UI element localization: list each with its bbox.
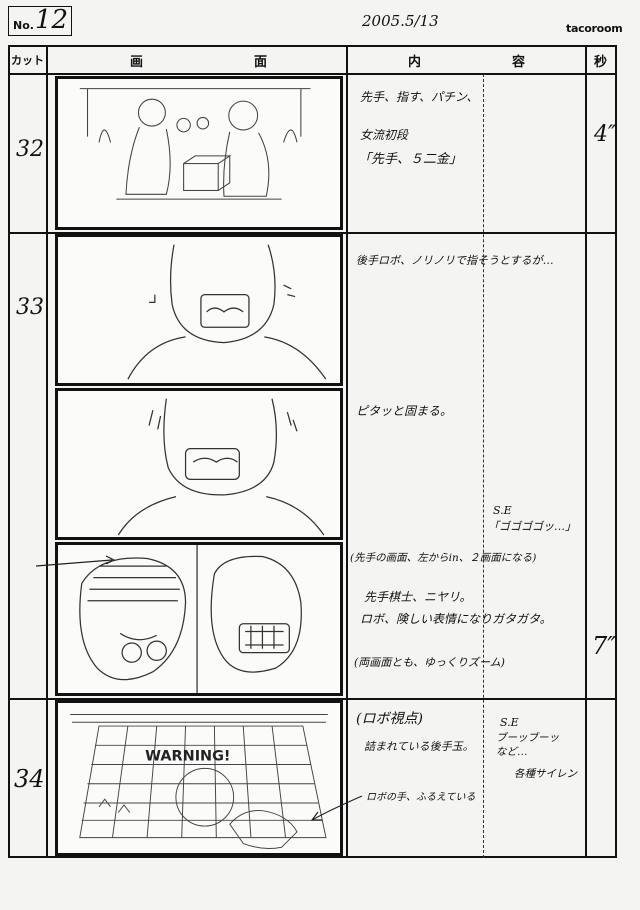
warning-text: WARNING!	[145, 749, 230, 765]
col-header-content-2: 容	[512, 55, 526, 70]
cut-number: 32	[16, 137, 44, 162]
sketch-robot-view-board: WARNING!	[70, 714, 328, 849]
action-line: ロボ、険しい表情になりガタガタ。	[360, 612, 552, 626]
action-line: (両画面とも、ゆっくりズーム)	[354, 656, 505, 669]
storyboard-table	[8, 45, 617, 858]
sound-effect: ブーッブーッ	[496, 732, 559, 744]
cut-number: 34	[14, 765, 45, 793]
sound-effect-label: S.E	[500, 716, 519, 729]
frame-cut-33c	[55, 542, 343, 696]
action-line: (ロボ視点)	[356, 711, 423, 727]
arrow-to-hand	[311, 795, 363, 821]
annotation: ロボの手、ふるえている	[366, 792, 476, 803]
col-header-content-1: 内	[408, 55, 422, 70]
page-number-label: No.	[13, 19, 34, 32]
page-number-box: No. 12	[8, 5, 72, 36]
col-divider-cut	[46, 45, 48, 858]
action-line: 女流初段	[360, 128, 409, 142]
sound-effect: 「ゴゴゴゴッ…」	[488, 520, 576, 533]
action-line: 後手ロボ、ノリノリで指そうとするが…	[356, 254, 554, 267]
frame-cut-34: WARNING!	[55, 700, 343, 856]
brand-logo: tacoroom	[566, 22, 623, 35]
date: 2005.5/13	[362, 12, 439, 30]
action-line: 「先手、５二金」	[358, 152, 463, 167]
sound-effect: など…	[496, 746, 528, 758]
content-dotted-divider	[483, 74, 484, 858]
action-line: ピタッと固まる。	[356, 404, 453, 418]
sketch-players-at-board	[79, 88, 311, 200]
row-divider	[8, 698, 617, 700]
action-line: 先手棋士、ニヤリ。	[364, 590, 472, 604]
page-number: 12	[35, 5, 69, 35]
col-header-screen-1: 画	[130, 55, 144, 70]
sketch-robot-face	[127, 244, 327, 380]
header-divider	[8, 73, 617, 75]
sketch-robot-frozen	[117, 398, 325, 536]
arrow-in-from-left	[35, 559, 113, 567]
frame-cut-33b	[55, 388, 343, 540]
action-line: 詰まれている後手玉。	[364, 740, 474, 753]
frame-cut-33a	[55, 234, 343, 386]
col-header-seconds: 秒	[594, 55, 608, 70]
frame-cut-32	[55, 76, 343, 230]
duration: 4″	[594, 122, 617, 147]
sound-effect-label: S.E	[493, 504, 512, 517]
cut-number: 33	[16, 295, 44, 320]
col-header-screen-2: 面	[254, 55, 268, 70]
col-divider-content	[585, 45, 587, 858]
sketch-split-screen	[79, 545, 302, 693]
row-divider	[8, 232, 617, 234]
sound-effect: 各種サイレン	[514, 768, 577, 780]
col-divider-screen	[346, 45, 348, 858]
duration: 7″	[592, 632, 617, 660]
col-header-cut: カット	[11, 54, 44, 67]
action-line: 先手、指す、パチン、	[360, 90, 479, 104]
action-line: (先手の画面、左からin、２画面になる)	[350, 552, 537, 564]
